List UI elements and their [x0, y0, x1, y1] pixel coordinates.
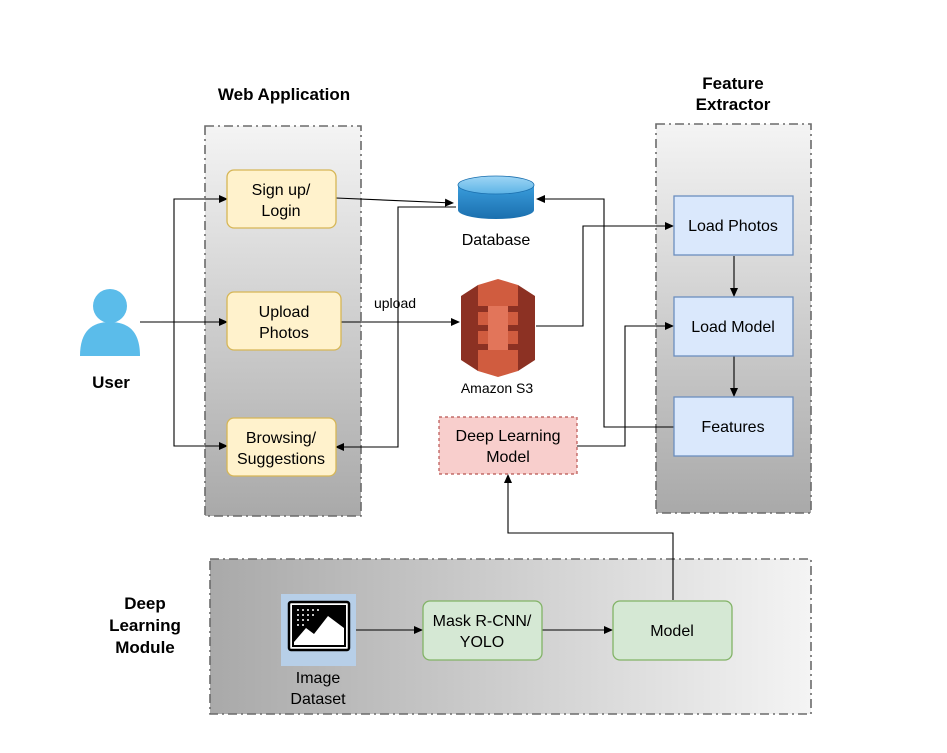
signup-login-box: Sign up/ Login [226, 169, 337, 229]
edge-model-to-dl-model [504, 474, 674, 600]
edge-dl-model-to-load-model [577, 322, 674, 447]
edge-s3-to-load-photos [536, 222, 674, 327]
edge-signup-to-database [335, 197, 454, 207]
upload-edge-label: upload [374, 295, 416, 311]
image-icon [281, 594, 356, 666]
upload-photos-box: Upload Photos [226, 291, 342, 351]
database-label: Database [462, 232, 531, 249]
load-photos-label: Load Photos [688, 218, 778, 235]
deep-learning-heading-line2: Learning [109, 616, 181, 635]
feature-extractor-heading-line2: Extractor [696, 95, 771, 114]
image-dataset-label-line2: Dataset [290, 691, 346, 708]
deep-learning-model-label-line1: Deep Learning [456, 428, 561, 445]
load-model-label: Load Model [691, 319, 775, 336]
feature-extractor-heading-line1: Feature [702, 74, 763, 93]
amazon-s3-icon [461, 279, 535, 377]
deep-learning-model-box: Deep Learning Model [438, 416, 578, 475]
upload-photos-label-line1: Upload [259, 304, 310, 321]
browsing-suggestions-box: Browsing/ Suggestions [226, 417, 337, 477]
signup-login-label-line2: Login [261, 203, 300, 220]
model-label: Model [650, 623, 694, 640]
edge-database-to-browse [335, 206, 456, 451]
load-photos-box: Load Photos [673, 195, 794, 256]
user-actor: User [80, 289, 140, 392]
web-application-heading: Web Application [218, 85, 350, 104]
features-label: Features [701, 419, 764, 436]
database-icon [457, 175, 535, 219]
features-box: Features [673, 396, 794, 457]
signup-login-label-line1: Sign up/ [252, 182, 311, 199]
upload-photos-label-line2: Photos [259, 325, 309, 342]
deep-learning-heading-line3: Module [115, 638, 175, 657]
deep-learning-model-label-line2: Model [486, 449, 530, 466]
edge-user-to-browse [173, 322, 228, 450]
model-box: Model [612, 600, 733, 661]
deep-learning-heading-line1: Deep [124, 594, 166, 613]
amazon-s3-label: Amazon S3 [461, 380, 534, 396]
image-dataset-label-line1: Image [296, 670, 341, 687]
edge-features-to-database [536, 195, 674, 428]
mask-rcnn-yolo-box: Mask R-CNN/ YOLO [422, 600, 543, 661]
load-model-box: Load Model [673, 296, 794, 357]
user-icon [80, 289, 140, 356]
amazon-s3-node: Amazon S3 [461, 279, 535, 396]
database-node: Database [457, 175, 535, 249]
user-label: User [92, 373, 130, 392]
browsing-suggestions-label-line2: Suggestions [237, 451, 325, 468]
mask-rcnn-yolo-label-line2: YOLO [460, 634, 504, 651]
image-dataset-node: Image Dataset [281, 594, 356, 708]
browsing-suggestions-label-line1: Browsing/ [246, 430, 317, 447]
mask-rcnn-yolo-label-line1: Mask R-CNN/ [433, 613, 532, 630]
